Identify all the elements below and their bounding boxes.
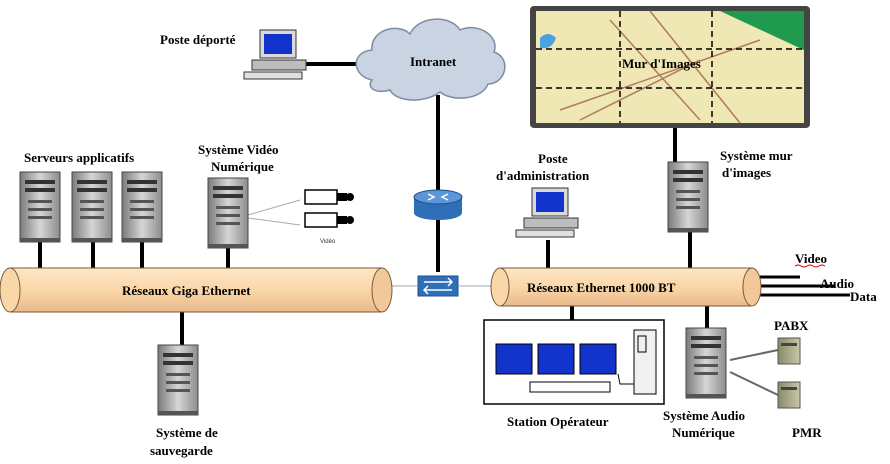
video-wall-icon <box>530 6 810 128</box>
ethernet-1000bt-bus <box>490 267 762 307</box>
app-server-1-icon <box>19 171 61 243</box>
intranet-cloud-icon <box>355 18 506 101</box>
intranet-label: Intranet <box>410 54 457 69</box>
pmr-icon <box>777 381 801 409</box>
app-server-2-icon <box>71 171 113 243</box>
admin-label-line1: Poste <box>538 151 568 166</box>
wall-system-label-line2: d'images <box>722 165 771 180</box>
connection-lines <box>38 62 850 348</box>
video-wall-label: Mur d'Images <box>622 56 701 71</box>
video-output-label: Video <box>795 251 827 266</box>
app-server-3-icon <box>121 171 163 243</box>
router-icon <box>413 189 463 220</box>
remote-workstation-label: Poste déporté <box>160 32 236 47</box>
ethernet-1000bt-label: Réseaux Ethernet 1000 BT <box>527 280 676 295</box>
audio-links <box>729 349 779 396</box>
app-servers-label: Serveurs applicatifs <box>24 150 134 165</box>
data-output-label: Data <box>850 289 877 304</box>
wall-system-label-line1: Système mur <box>720 148 793 163</box>
giga-ethernet-label: Réseaux Giga Ethernet <box>122 283 251 298</box>
video-camera-1-icon <box>304 189 354 205</box>
backup-label-line2: sauvegarde <box>150 443 213 458</box>
audio-output-label: Audio <box>820 276 854 291</box>
pmr-label: PMR <box>792 425 822 440</box>
video-camera-2-icon <box>304 212 354 228</box>
camera-caption: Vidéo <box>320 239 336 245</box>
spellcheck-underline <box>794 264 826 268</box>
video-system-label-line2: Numérique <box>211 159 274 174</box>
video-camera-links <box>247 199 301 226</box>
audio-system-label-line1: Système Audio <box>663 408 745 423</box>
operator-station-label: Station Opérateur <box>507 414 609 429</box>
video-system-icon <box>207 177 249 249</box>
backup-label-line1: Système de <box>156 425 218 440</box>
pabx-icon <box>777 337 801 365</box>
audio-system-label-line2: Numérique <box>672 425 735 440</box>
wall-system-icon <box>667 161 709 233</box>
pabx-label: PABX <box>774 318 809 333</box>
audio-system-icon <box>685 327 727 399</box>
switch-icon <box>417 275 459 297</box>
backup-system-icon <box>157 344 199 416</box>
admin-label-line2: d'administration <box>496 168 590 183</box>
giga-ethernet-bus <box>0 267 393 313</box>
admin-workstation-icon <box>515 187 579 238</box>
video-system-label-line1: Système Vidéo <box>198 142 279 157</box>
operator-station-icon <box>483 319 665 405</box>
remote-workstation-icon <box>243 29 307 80</box>
